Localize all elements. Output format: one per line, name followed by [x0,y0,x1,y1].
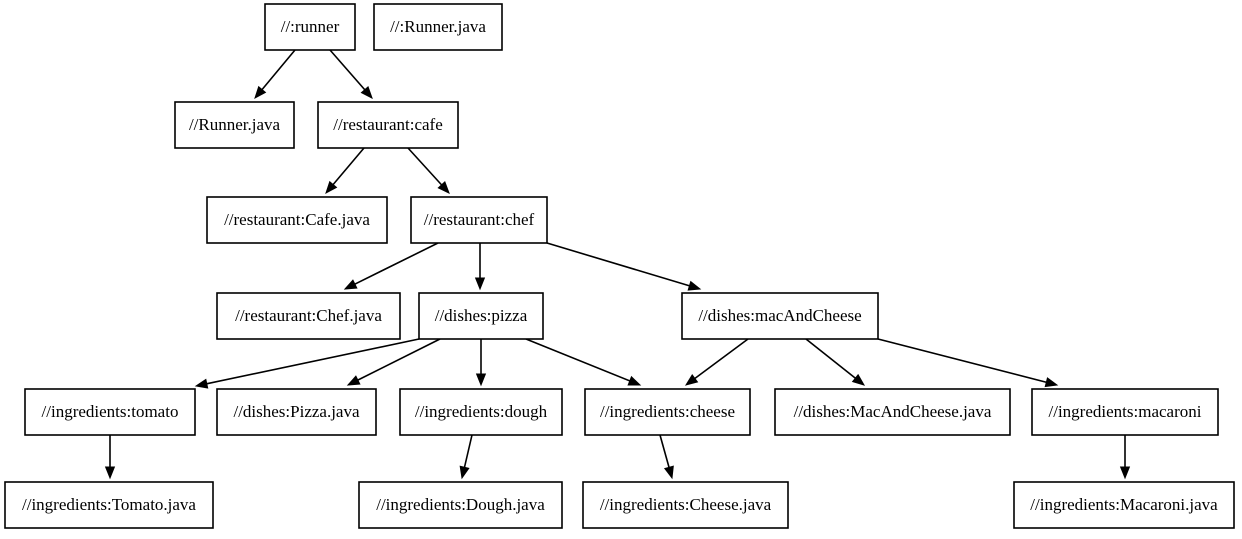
graph-node-runner_java[interactable]: //Runner.java [174,101,295,149]
edges-layer [104,49,1131,480]
graph-node-ingredients_tomato_java[interactable]: //ingredients:Tomato.java [4,481,214,529]
arrowhead-icon [459,465,470,480]
arrowhead-icon [254,85,267,100]
node-box[interactable] [216,292,401,340]
graph-node-ingredients_cheese_java[interactable]: //ingredients:Cheese.java [582,481,789,529]
node-box[interactable] [317,101,459,149]
arrowhead-icon [360,85,373,100]
node-label: //ingredients:macaroni [1049,402,1202,421]
arrowhead-icon [663,465,674,480]
node-box[interactable] [358,481,563,529]
node-box[interactable] [399,388,563,436]
graph-node-ingredients_macaroni_java[interactable]: //ingredients:Macaroni.java [1013,481,1235,529]
graph-node-ingredients_tomato[interactable]: //ingredients:tomato [24,388,196,436]
graph-edge-dishes_macandcheese-to-dishes_macandcheese_java [805,338,858,380]
node-label: //restaurant:Chef.java [235,306,382,325]
node-box[interactable] [264,3,356,51]
node-label: //ingredients:Cheese.java [600,495,772,514]
graph-edge-ingredients_dough-to-ingredients_dough_java [463,434,473,469]
node-label: //ingredients:Tomato.java [22,495,196,514]
graph-node-restaurant_cafe_java[interactable]: //restaurant:Cafe.java [206,196,388,244]
graph-node-restaurant_cafe[interactable]: //restaurant:cafe [317,101,459,149]
graph-edge-restaurant_chef-to-dishes_macandcheese [546,242,692,288]
node-label: //dishes:MacAndCheese.java [794,402,992,421]
node-box[interactable] [774,388,1011,436]
node-box[interactable] [1013,481,1235,529]
node-label: //ingredients:Macaroni.java [1030,495,1218,514]
graph-node-ingredients_cheese[interactable]: //ingredients:cheese [584,388,751,436]
arrowhead-icon [627,375,642,386]
graph-node-restaurant_chef[interactable]: //restaurant:chef [410,196,548,244]
node-box[interactable] [4,481,214,529]
graph-node-root_runner_java[interactable]: //:Runner.java [373,3,503,51]
node-label: //ingredients:Dough.java [376,495,545,514]
arrowhead-icon [851,373,866,386]
node-label: //restaurant:cafe [333,115,443,134]
arrowhead-icon [346,375,361,386]
arrowhead-icon [474,277,486,291]
graph-edge-runner-to-restaurant_cafe [329,49,367,92]
node-box[interactable] [410,196,548,244]
nodes-layer: //:runner //:Runner.java //Runner.java //re… [4,3,1235,529]
node-label: //dishes:pizza [435,306,528,325]
graph-node-ingredients_dough_java[interactable]: //ingredients:Dough.java [358,481,563,529]
node-box[interactable] [24,388,196,436]
graph-edge-restaurant_cafe-to-restaurant_cafe_java [331,147,365,187]
graph-node-dishes_pizza[interactable]: //dishes:pizza [418,292,544,340]
node-box[interactable] [206,196,388,244]
graph-edge-dishes_macandcheese-to-ingredients_cheese [693,338,749,380]
node-box[interactable] [174,101,295,149]
graph-node-restaurant_chef_java[interactable]: //restaurant:Chef.java [216,292,401,340]
node-label: //:Runner.java [390,17,486,36]
node-label: //:runner [281,17,340,36]
node-label: //Runner.java [189,115,281,134]
graph-edge-dishes_pizza-to-dishes_pizza_java [356,338,441,382]
graph-edge-dishes_macandcheese-to-ingredients_macaroni [877,338,1048,384]
graph-edge-restaurant_chef-to-restaurant_chef_java [353,242,439,286]
node-label: //ingredients:tomato [42,402,179,421]
arrowhead-icon [1044,377,1059,388]
arrowhead-icon [437,181,450,194]
arrowhead-icon [475,373,487,387]
graph-edge-dishes_pizza-to-ingredients_cheese [525,338,632,383]
node-label: //restaurant:Cafe.java [224,210,370,229]
graph-node-runner[interactable]: //:runner [264,3,356,51]
node-box[interactable] [373,3,503,51]
node-label: //dishes:macAndCheese [698,306,861,325]
graph-node-dishes_macandcheese_java[interactable]: //dishes:MacAndCheese.java [774,388,1011,436]
arrowhead-icon [343,279,358,290]
graph-node-ingredients_dough[interactable]: //ingredients:dough [399,388,563,436]
node-box[interactable] [582,481,789,529]
node-box[interactable] [681,292,879,340]
graph-edge-restaurant_cafe-to-restaurant_chef [407,147,444,187]
graph-node-dishes_macandcheese[interactable]: //dishes:macAndCheese [681,292,879,340]
graph-edge-dishes_pizza-to-ingredients_tomato [205,338,420,385]
node-label: //ingredients:cheese [600,402,735,421]
arrowhead-icon [325,180,338,195]
graph-edge-ingredients_cheese-to-ingredients_cheese_java [659,434,671,470]
node-label: //dishes:Pizza.java [233,402,360,421]
arrowhead-icon [104,466,116,480]
graph-edge-runner-to-runner_java [260,49,296,92]
arrowhead-icon [194,378,209,389]
arrowhead-icon [684,374,699,386]
node-label: //ingredients:dough [415,402,548,421]
graph-node-dishes_pizza_java[interactable]: //dishes:Pizza.java [216,388,377,436]
node-box[interactable] [418,292,544,340]
node-box[interactable] [216,388,377,436]
node-box[interactable] [584,388,751,436]
graph-node-ingredients_macaroni[interactable]: //ingredients:macaroni [1031,388,1219,436]
arrowhead-icon [1119,466,1131,480]
node-label: //restaurant:chef [424,210,535,229]
arrowhead-icon [687,280,702,291]
node-box[interactable] [1031,388,1219,436]
